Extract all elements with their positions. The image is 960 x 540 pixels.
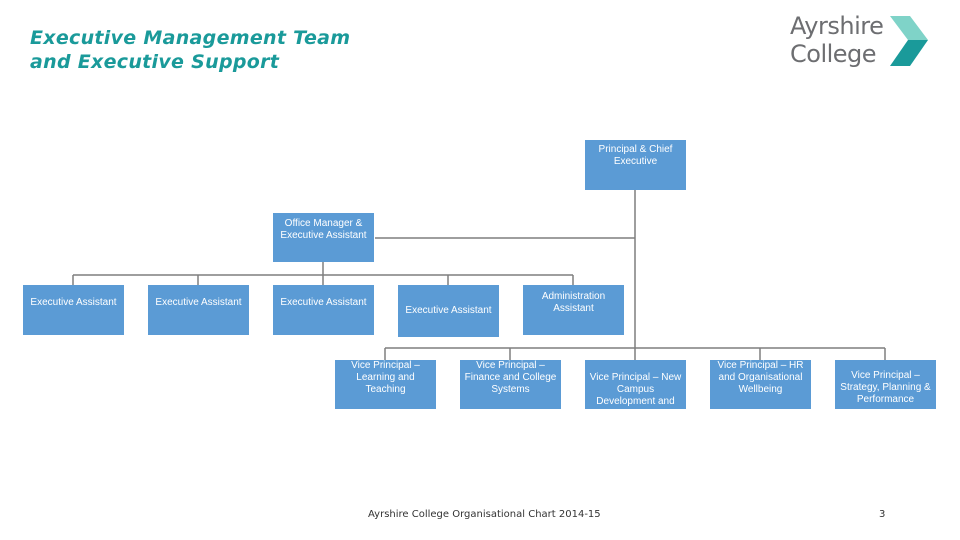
logo-word-1: Ayrshire [790, 12, 884, 40]
title-line-1: Executive Management Team [30, 27, 351, 49]
logo-arrow-icon [890, 16, 928, 66]
administration-assistant-label: Administration Assistant [541, 291, 606, 314]
box-executive-assistant-2: Executive Assistant [148, 285, 249, 335]
office-manager-label: Office Manager & Executive Assistant [280, 218, 367, 241]
vp-hr-label: Vice Principal – HR and Organisational W… [717, 360, 804, 395]
box-principal: Principal & Chief Executive [585, 140, 686, 190]
executive-assistant-2-label: Executive Assistant [155, 297, 242, 308]
title-line-2: and Executive Support [30, 51, 280, 73]
footer-caption: Ayrshire College Organisational Chart 20… [368, 509, 601, 520]
box-vp-hr: Vice Principal – HR and Organisational W… [710, 360, 811, 409]
box-executive-assistant-3: Executive Assistant [273, 285, 374, 335]
executive-assistant-3-label: Executive Assistant [280, 297, 367, 308]
principal-label: Principal & Chief Executive [598, 144, 673, 167]
ayrshire-college-logo: Ayrshire College [790, 12, 940, 72]
vp-campus-label: Vice Principal – New Campus Development … [589, 372, 682, 407]
slide-title: Executive Management Team and Executive … [30, 26, 350, 74]
box-administration-assistant: Administration Assistant [523, 285, 624, 335]
box-executive-assistant-4: Executive Assistant [398, 285, 499, 337]
logo-word-2: College [790, 40, 877, 68]
executive-assistant-1-label: Executive Assistant [30, 297, 117, 308]
box-vp-learning-teaching: Vice Principal – Learning and Teaching [335, 360, 436, 409]
box-executive-assistant-1: Executive Assistant [23, 285, 124, 335]
vp-learning-label: Vice Principal – Learning and Teaching [351, 360, 420, 395]
vp-strategy-label: Vice Principal – Strategy, Planning & Pe… [840, 370, 931, 405]
page-number: 3 [879, 509, 886, 520]
box-vp-strategy: Vice Principal – Strategy, Planning & Pe… [835, 360, 936, 409]
box-vp-finance: Vice Principal – Finance and College Sys… [460, 360, 561, 409]
vp-finance-label: Vice Principal – Finance and College Sys… [464, 360, 557, 395]
box-office-manager: Office Manager & Executive Assistant [273, 213, 374, 262]
box-vp-new-campus: Vice Principal – New Campus Development … [585, 360, 686, 409]
executive-assistant-4-label: Executive Assistant [405, 305, 492, 316]
